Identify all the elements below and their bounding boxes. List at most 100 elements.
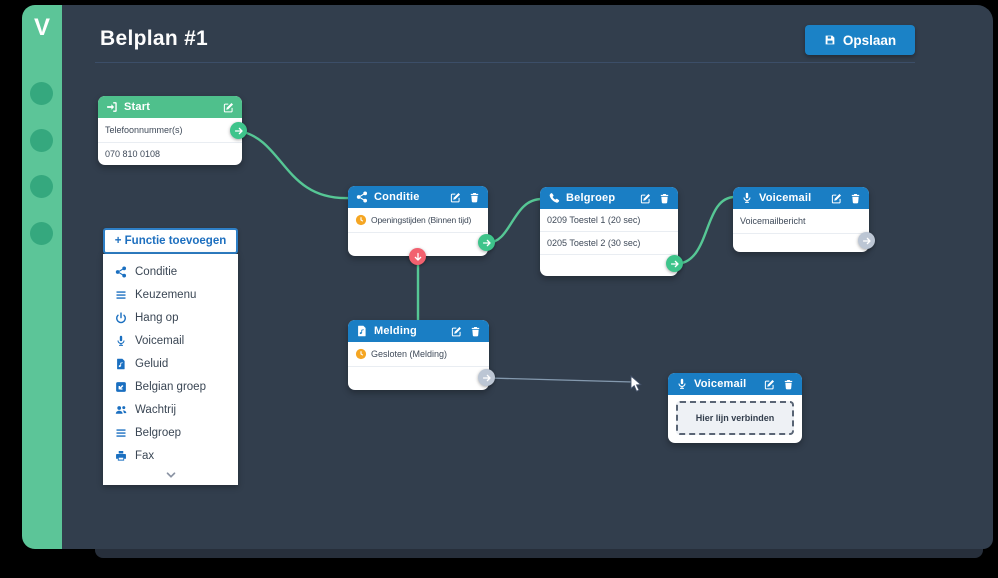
- trash-icon[interactable]: [850, 193, 861, 204]
- audio-file-icon: [356, 325, 368, 337]
- edit-icon[interactable]: [764, 379, 775, 390]
- node-start-row-number: 070 810 0108: [105, 149, 161, 159]
- node-voicemail-top[interactable]: Voicemail Voicemailbericht: [733, 187, 869, 252]
- trash-icon[interactable]: [470, 326, 481, 337]
- add-function-list: Conditie Keuzemenu Hang op Voicemail Gel…: [103, 254, 238, 485]
- node-belgroep-row-empty: [540, 255, 678, 276]
- add-function-menu: + Functie toevoegen Conditie Keuzemenu H…: [103, 228, 238, 485]
- call-group-icon: [115, 381, 127, 393]
- node-conditie-row-condition: Openingstijden (Binnen tijd): [348, 208, 488, 233]
- node-start-header[interactable]: Start: [98, 96, 242, 118]
- port-belgroep-output[interactable]: [666, 255, 683, 272]
- node-belgroep-row-1: 0209 Toestel 1 (20 sec): [540, 209, 678, 232]
- header-divider: [95, 62, 915, 63]
- microphone-icon: [676, 378, 688, 390]
- node-melding-title: Melding: [374, 325, 417, 337]
- clock-icon: [355, 214, 367, 226]
- node-start-title: Start: [124, 101, 151, 113]
- connection-drop-zone[interactable]: Hier lijn verbinden: [676, 401, 794, 435]
- node-melding-row-empty: [348, 367, 489, 390]
- sidebar-nav-dot-1[interactable]: [30, 82, 53, 105]
- microphone-icon: [115, 335, 127, 347]
- node-voicemail-unconnected[interactable]: Voicemail Hier lijn verbinden: [668, 373, 802, 443]
- node-voicemail-top-row-message: Voicemailbericht: [733, 209, 869, 234]
- node-start[interactable]: Start Telefoonnummer(s) 070 810 0108: [98, 96, 242, 165]
- node-melding[interactable]: Melding Gesloten (Melding): [348, 320, 489, 390]
- wire-start-to-conditie: [237, 129, 352, 200]
- share-icon: [356, 191, 368, 203]
- main-panel: Belplan #1 Opslaan Start Telefoonn: [62, 5, 993, 549]
- arrow-right-icon: [670, 259, 680, 269]
- app-sidebar: V: [22, 5, 62, 549]
- phone-icon: [548, 192, 560, 204]
- node-belgroep[interactable]: Belgroep 0209 Toestel 1 (20 sec) 0205 To…: [540, 187, 678, 276]
- sign-in-icon: [106, 101, 118, 113]
- port-conditie-output-closed[interactable]: [409, 248, 426, 265]
- sidebar-nav-dot-4[interactable]: [30, 222, 53, 245]
- wire-conditie-to-belgroep: [485, 197, 544, 245]
- port-voicemail-top-output[interactable]: [858, 232, 875, 249]
- share-icon: [115, 266, 127, 278]
- menu-item-conditie[interactable]: Conditie: [103, 260, 238, 283]
- sidebar-nav-dot-2[interactable]: [30, 129, 53, 152]
- menu-item-keuzemenu[interactable]: Keuzemenu: [103, 283, 238, 306]
- sidebar-nav-dot-3[interactable]: [30, 175, 53, 198]
- menu-item-geluid[interactable]: Geluid: [103, 352, 238, 375]
- node-conditie-title: Conditie: [374, 191, 420, 203]
- node-voicemail-top-header[interactable]: Voicemail: [733, 187, 869, 209]
- microphone-icon: [741, 192, 753, 204]
- port-melding-output[interactable]: [478, 369, 495, 386]
- port-conditie-output-open[interactable]: [478, 234, 495, 251]
- menu-item-belgian-groep[interactable]: Belgian groep: [103, 375, 238, 398]
- brand-logo: V: [33, 14, 50, 41]
- menu-scroll-more[interactable]: [103, 467, 238, 483]
- arrow-down-icon: [413, 252, 423, 262]
- menu-item-voicemail[interactable]: Voicemail: [103, 329, 238, 352]
- clock-icon: [355, 348, 367, 360]
- edit-icon[interactable]: [450, 192, 461, 203]
- node-conditie[interactable]: Conditie Openingstijden (Binnen tijd): [348, 186, 488, 256]
- port-start-output[interactable]: [230, 122, 247, 139]
- node-melding-row-message: Gesloten (Melding): [348, 342, 489, 367]
- save-button-label: Opslaan: [842, 32, 897, 48]
- node-belgroep-header[interactable]: Belgroep: [540, 187, 678, 209]
- trash-icon[interactable]: [783, 379, 794, 390]
- arrow-right-icon: [482, 238, 492, 248]
- menu-item-fax[interactable]: Fax: [103, 444, 238, 467]
- edit-icon[interactable]: [640, 193, 651, 204]
- arrow-right-icon: [862, 236, 872, 246]
- node-melding-header[interactable]: Melding: [348, 320, 489, 342]
- add-function-button[interactable]: + Functie toevoegen: [103, 228, 238, 254]
- menu-item-belgroep[interactable]: Belgroep: [103, 421, 238, 444]
- list-icon: [115, 427, 127, 439]
- trash-icon[interactable]: [659, 193, 670, 204]
- window-shadow: [95, 549, 983, 558]
- node-belgroep-row-2: 0205 Toestel 2 (30 sec): [540, 232, 678, 255]
- arrow-right-icon: [482, 373, 492, 383]
- menu-item-hang-op[interactable]: Hang op: [103, 306, 238, 329]
- fax-icon: [115, 450, 127, 462]
- mouse-cursor: [630, 375, 642, 392]
- arrow-right-icon: [234, 126, 244, 136]
- node-voicemail-top-title: Voicemail: [759, 192, 812, 204]
- save-button[interactable]: Opslaan: [805, 25, 915, 55]
- node-voicemail-top-row-empty: [733, 234, 869, 252]
- menu-item-wachtrij[interactable]: Wachtrij: [103, 398, 238, 421]
- edit-icon[interactable]: [223, 102, 234, 113]
- edit-icon[interactable]: [451, 326, 462, 337]
- node-belgroep-title: Belgroep: [566, 192, 616, 204]
- audio-file-icon: [115, 358, 127, 370]
- node-start-row-phonenumbers: Telefoonnummer(s): [98, 118, 242, 143]
- page-title: Belplan #1: [100, 27, 209, 50]
- trash-icon[interactable]: [469, 192, 480, 203]
- node-conditie-header[interactable]: Conditie: [348, 186, 488, 208]
- wire-dragging-from-melding: [488, 377, 634, 383]
- users-icon: [115, 404, 127, 416]
- node-voicemail-unconnected-header[interactable]: Voicemail: [668, 373, 802, 395]
- list-icon: [115, 289, 127, 301]
- edit-icon[interactable]: [831, 193, 842, 204]
- wire-belgroep-to-voicemail: [673, 195, 737, 266]
- power-icon: [115, 312, 127, 324]
- chevron-down-icon: [164, 468, 178, 482]
